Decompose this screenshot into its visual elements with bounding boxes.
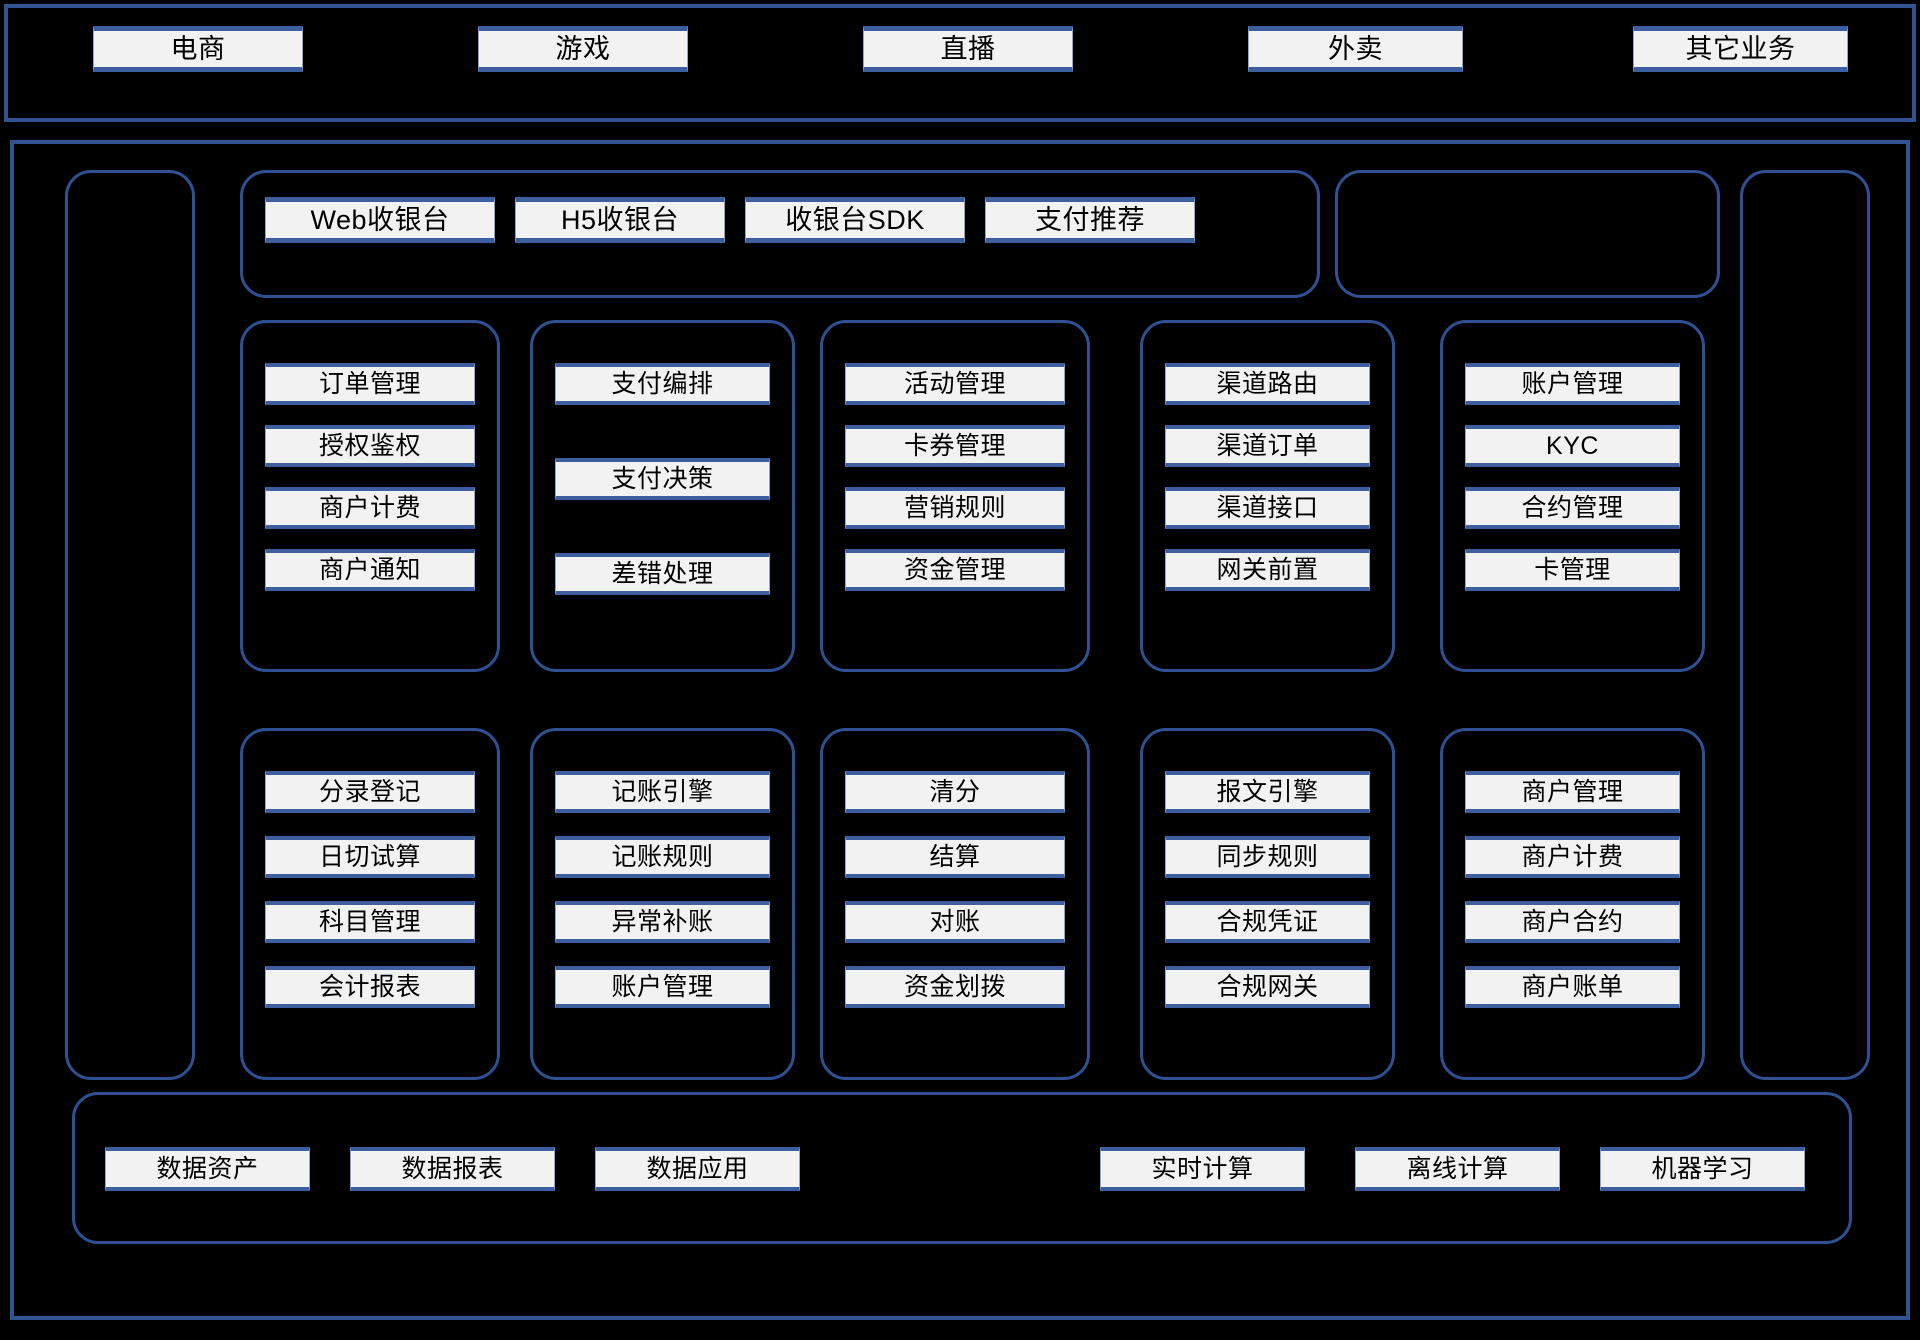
module-chip[interactable]: 活动管理 — [845, 363, 1065, 405]
account-group: 账户管理 KYC 合约管理卡管理 — [1440, 320, 1705, 672]
bookkeeping-group: 记账引擎记账规则异常补账账户管理 — [530, 728, 795, 1080]
business-domain-chip[interactable]: 游戏 — [478, 26, 688, 72]
data-platform-group: 数据资产数据报表数据应用 实时计算 离线计算机器学习 — [72, 1092, 1852, 1244]
cashier-chip[interactable]: Web收银台 — [265, 197, 495, 243]
module-chip[interactable]: 卡管理 — [1465, 549, 1680, 591]
module-chip[interactable]: 资金划拨 — [845, 966, 1065, 1008]
left-side-panel — [65, 170, 195, 1080]
compliance-group: 报文引擎同步规则合规凭证合规网关 — [1140, 728, 1395, 1080]
module-chip[interactable]: 同步规则 — [1165, 836, 1370, 878]
channel-group: 渠道路由渠道订单渠道接口网关前置 — [1140, 320, 1395, 672]
accounting-entry-group: 分录登记日切试算科目管理会计报表 — [240, 728, 500, 1080]
module-chip[interactable]: 商户计费 — [265, 487, 475, 529]
module-chip[interactable]: 商户通知 — [265, 549, 475, 591]
module-chip[interactable]: 清分 — [845, 771, 1065, 813]
business-domain-bar: 电商 游戏 直播 外卖 其它业务 — [4, 4, 1916, 122]
module-chip[interactable]: 差错处理 — [555, 553, 770, 595]
module-chip[interactable]: 合规网关 — [1165, 966, 1370, 1008]
module-chip[interactable]: 支付决策 — [555, 458, 770, 500]
module-chip[interactable]: 账户管理 — [1465, 363, 1680, 405]
module-chip[interactable]: 资金管理 — [845, 549, 1065, 591]
cashier-group: Web收银台 H5收银台收银台SDK 支付推荐 — [240, 170, 1320, 298]
cashier-chip[interactable]: H5收银台 — [515, 197, 725, 243]
module-chip[interactable]: 商户管理 — [1465, 771, 1680, 813]
module-chip[interactable]: 分录登记 — [265, 771, 475, 813]
module-chip[interactable]: 营销规则 — [845, 487, 1065, 529]
right-side-panel — [1740, 170, 1870, 1080]
module-chip[interactable]: 账户管理 — [555, 966, 770, 1008]
module-chip[interactable]: KYC — [1465, 425, 1680, 467]
module-chip[interactable]: 网关前置 — [1165, 549, 1370, 591]
cashier-side-panel — [1335, 170, 1720, 298]
cashier-chip[interactable]: 收银台SDK — [745, 197, 965, 243]
module-chip[interactable]: 渠道订单 — [1165, 425, 1370, 467]
payment-orchestration-group: 支付编排支付决策差错处理 — [530, 320, 795, 672]
data-platform-chip[interactable]: 数据报表 — [350, 1147, 555, 1191]
module-chip[interactable]: 会计报表 — [265, 966, 475, 1008]
data-platform-chip[interactable]: 实时计算 — [1100, 1147, 1305, 1191]
data-platform-chip[interactable]: 离线计算 — [1355, 1147, 1560, 1191]
clearing-group: 清分结算对账资金划拨 — [820, 728, 1090, 1080]
cashier-chip[interactable]: 支付推荐 — [985, 197, 1195, 243]
module-chip[interactable]: 报文引擎 — [1165, 771, 1370, 813]
module-chip[interactable]: 订单管理 — [265, 363, 475, 405]
module-chip[interactable]: 科目管理 — [265, 901, 475, 943]
module-chip[interactable]: 商户合约 — [1465, 901, 1680, 943]
module-chip[interactable]: 渠道路由 — [1165, 363, 1370, 405]
order-group: 订单管理授权鉴权商户计费商户通知 — [240, 320, 500, 672]
module-chip[interactable]: 商户计费 — [1465, 836, 1680, 878]
module-chip[interactable]: 支付编排 — [555, 363, 770, 405]
module-chip[interactable]: 商户账单 — [1465, 966, 1680, 1008]
module-chip[interactable]: 合规凭证 — [1165, 901, 1370, 943]
module-chip[interactable]: 结算 — [845, 836, 1065, 878]
module-chip[interactable]: 记账规则 — [555, 836, 770, 878]
business-domain-chip[interactable]: 外卖 — [1248, 26, 1463, 72]
module-chip[interactable]: 渠道接口 — [1165, 487, 1370, 529]
module-chip[interactable]: 授权鉴权 — [265, 425, 475, 467]
business-domain-chip[interactable]: 其它业务 — [1633, 26, 1848, 72]
merchant-group: 商户管理商户计费商户合约商户账单 — [1440, 728, 1705, 1080]
module-chip[interactable]: 日切试算 — [265, 836, 475, 878]
business-domain-chip[interactable]: 直播 — [863, 26, 1073, 72]
module-chip[interactable]: 合约管理 — [1465, 487, 1680, 529]
module-chip[interactable]: 对账 — [845, 901, 1065, 943]
data-platform-chip[interactable]: 机器学习 — [1600, 1147, 1805, 1191]
data-platform-chip[interactable]: 数据应用 — [595, 1147, 800, 1191]
marketing-group: 活动管理卡券管理营销规则资金管理 — [820, 320, 1090, 672]
business-domain-chip[interactable]: 电商 — [93, 26, 303, 72]
data-platform-chip[interactable]: 数据资产 — [105, 1147, 310, 1191]
module-chip[interactable]: 异常补账 — [555, 901, 770, 943]
module-chip[interactable]: 记账引擎 — [555, 771, 770, 813]
module-chip[interactable]: 卡券管理 — [845, 425, 1065, 467]
